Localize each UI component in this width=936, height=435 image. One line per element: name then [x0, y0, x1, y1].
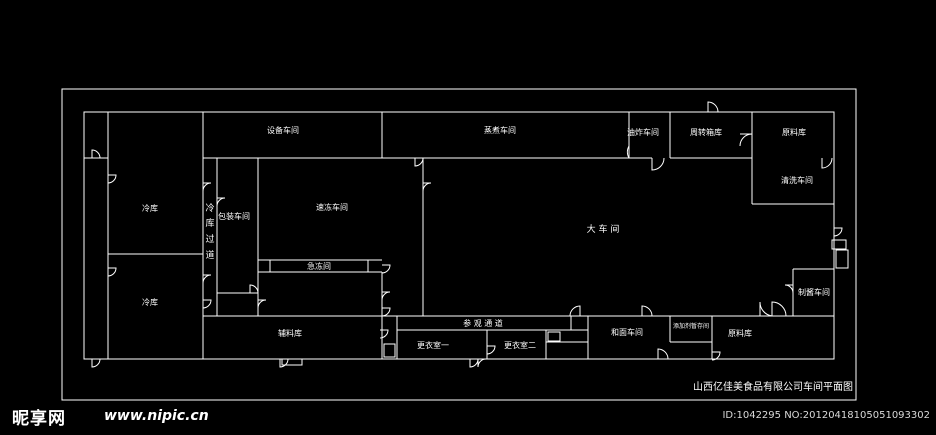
- small-box: [547, 331, 561, 342]
- corridor-char: 道: [205, 249, 214, 261]
- room-excipient: 辅料库: [278, 328, 302, 338]
- corridor-char: 过: [205, 233, 214, 245]
- room-fry: 油炸车间: [627, 127, 659, 137]
- corridor-char: 冷: [205, 202, 214, 214]
- room-big-workshop: 大 车 间: [587, 223, 620, 235]
- equipment-box: [835, 249, 849, 269]
- watermark-url: www.nipic.cn: [104, 408, 209, 424]
- room-cold-storage-2: 冷库: [142, 297, 158, 307]
- outer-frame: [61, 88, 857, 401]
- room-changing-1: 更衣室一: [417, 340, 449, 350]
- room-material: 原料库: [782, 127, 806, 137]
- room-quick-freeze: 速冻车间: [316, 202, 348, 212]
- small-box: [831, 239, 847, 250]
- doors: [91, 101, 843, 368]
- plan-title: 山西亿佳美食品有限公司车间平面图: [693, 380, 853, 393]
- corridor-char: 库: [205, 217, 214, 229]
- room-equipment: 设备车间: [267, 125, 299, 135]
- room-rapid-freeze: 急冻间: [307, 261, 331, 271]
- room-additive: 添加剂暂存间: [673, 322, 709, 330]
- room-turnover: 周转箱库: [690, 127, 722, 137]
- watermark-id: ID:1042295 NO:20120418105051093302: [722, 410, 930, 421]
- small-box: [383, 343, 396, 358]
- watermark-logo: 昵享网: [12, 409, 66, 429]
- visit-corridor: 参 观 通 道: [463, 318, 503, 328]
- room-cleaning: 清洗车间: [781, 175, 813, 185]
- room-packaging: 包装车间: [218, 211, 250, 221]
- room-sauce: 制酱车间: [798, 287, 830, 297]
- building-outline: [83, 111, 835, 360]
- room-cold-storage-1: 冷库: [142, 203, 158, 213]
- room-dough: 和面车间: [611, 327, 643, 337]
- room-changing-2: 更衣室二: [504, 340, 536, 350]
- step: [281, 358, 303, 366]
- room-steam: 蒸煮车间: [484, 125, 516, 135]
- room-raw-material: 原料库: [728, 328, 752, 338]
